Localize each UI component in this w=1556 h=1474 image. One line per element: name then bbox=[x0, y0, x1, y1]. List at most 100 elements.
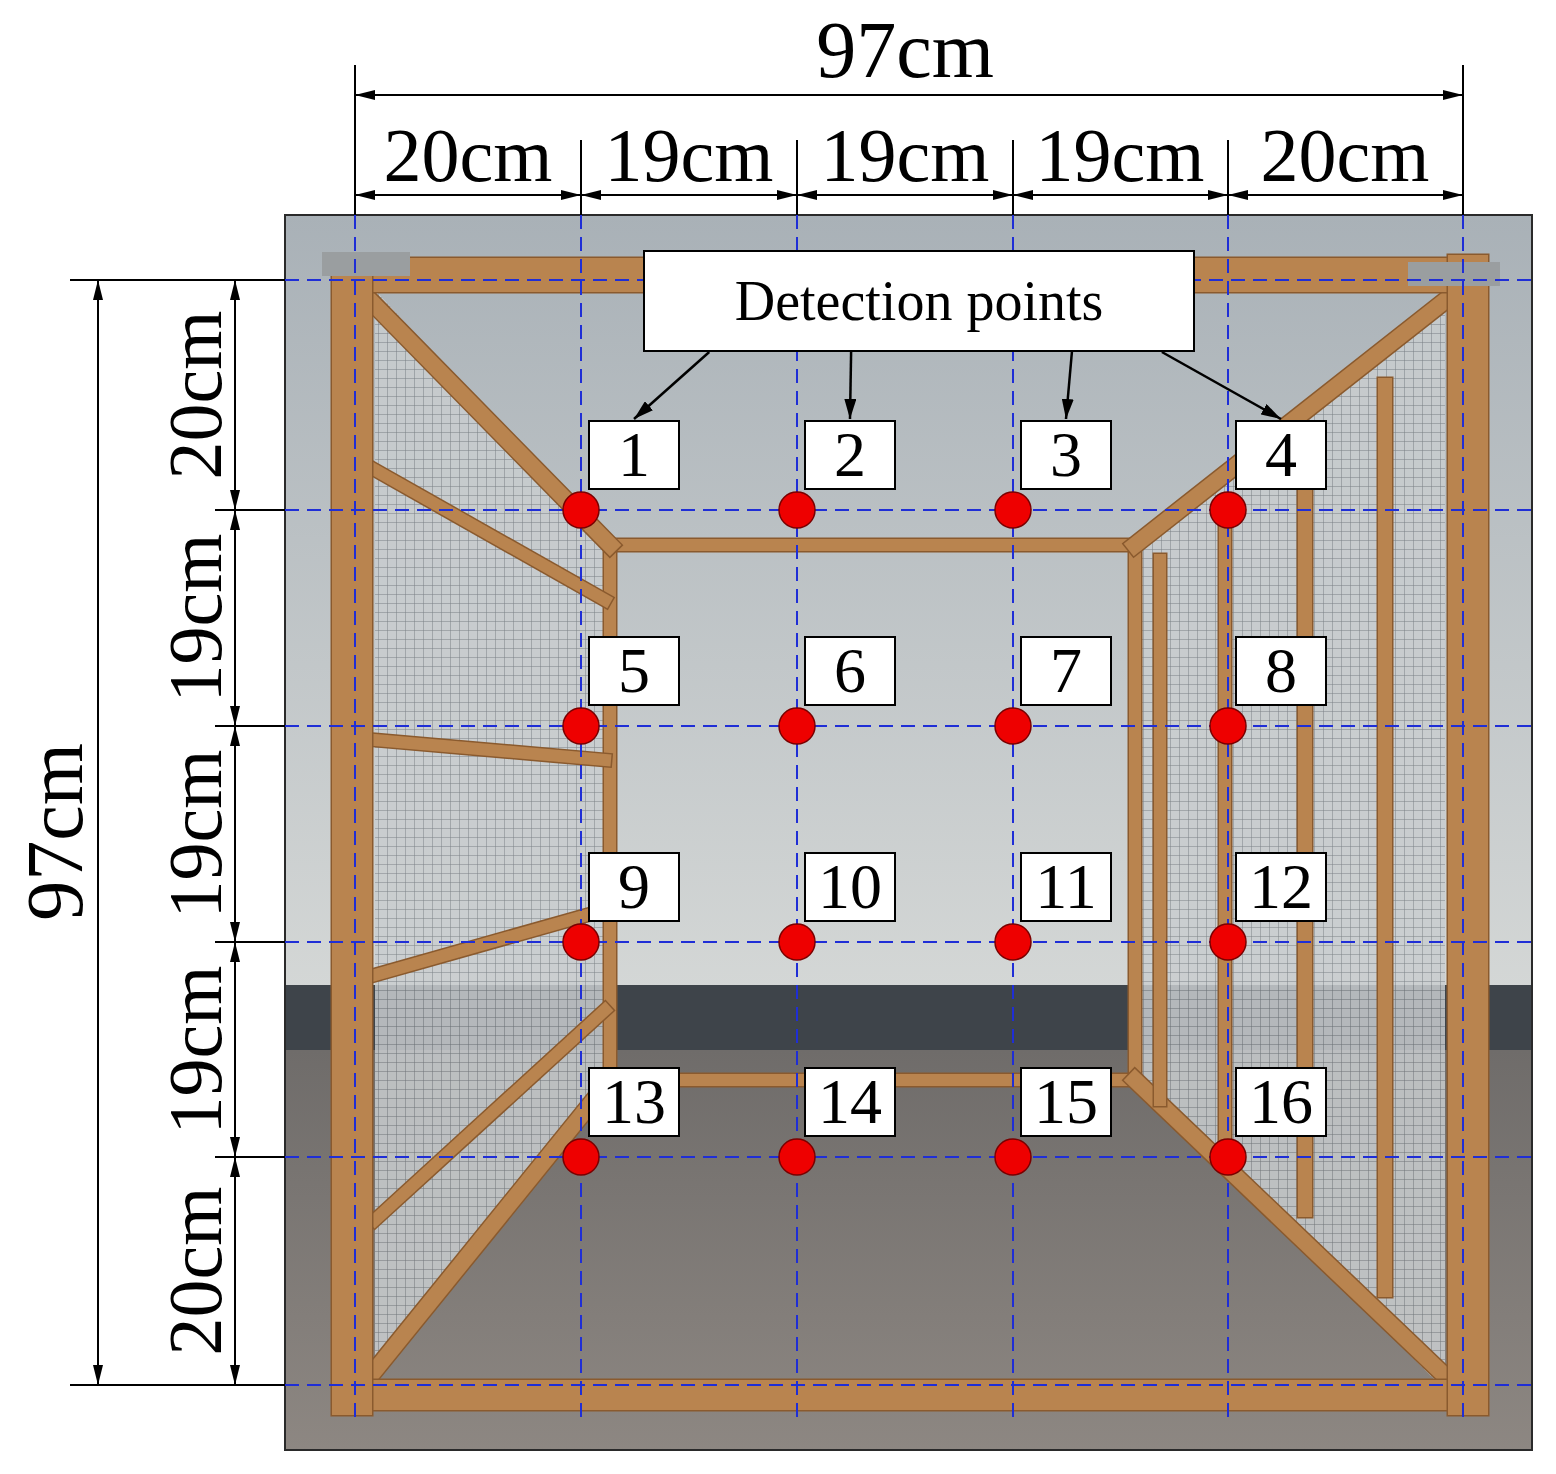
callout-arrow bbox=[850, 352, 851, 419]
wood-beam bbox=[610, 545, 1135, 1080]
dimension-line bbox=[234, 510, 236, 726]
detection-dot bbox=[1210, 708, 1246, 744]
grid-line bbox=[580, 215, 582, 1420]
extension-line bbox=[580, 140, 582, 215]
wood-beam bbox=[355, 285, 610, 545]
point-number-box: 12 bbox=[1235, 852, 1327, 922]
grid-line bbox=[1012, 215, 1014, 1420]
callout-text: Detection points bbox=[735, 273, 1104, 329]
extension-line bbox=[1462, 65, 1464, 215]
grid-line bbox=[285, 1156, 1532, 1158]
callout-box: Detection points bbox=[643, 250, 1195, 352]
point-number-box: 7 bbox=[1020, 636, 1112, 706]
detection-dot bbox=[995, 708, 1031, 744]
detection-dot bbox=[563, 492, 599, 528]
grid-line bbox=[285, 1384, 1532, 1386]
dimension-label: 19cm bbox=[157, 534, 233, 703]
point-number: 9 bbox=[618, 855, 650, 919]
point-number: 4 bbox=[1265, 423, 1297, 487]
point-number-box: 16 bbox=[1235, 1067, 1327, 1137]
detection-dot bbox=[563, 1139, 599, 1175]
dimension-line bbox=[355, 94, 1463, 96]
extension-line bbox=[1012, 140, 1014, 215]
point-number: 14 bbox=[818, 1070, 882, 1134]
wood-beam bbox=[332, 275, 372, 1395]
callout-arrow bbox=[1066, 352, 1072, 419]
point-number: 6 bbox=[834, 639, 866, 703]
point-number-box: 15 bbox=[1020, 1067, 1112, 1137]
wood-beam bbox=[1218, 510, 1233, 1140]
extension-line bbox=[1227, 140, 1229, 215]
wood-beam bbox=[1377, 385, 1394, 1290]
dimension-line bbox=[581, 194, 797, 196]
detection-dot bbox=[779, 492, 815, 528]
detection-dot bbox=[563, 708, 599, 744]
wood-beam bbox=[375, 740, 605, 760]
point-number-box: 4 bbox=[1235, 420, 1327, 490]
point-number: 16 bbox=[1249, 1070, 1313, 1134]
dimension-line bbox=[97, 280, 99, 1385]
point-number: 2 bbox=[834, 423, 866, 487]
detection-dot bbox=[779, 708, 815, 744]
point-number-box: 3 bbox=[1020, 420, 1112, 490]
detection-dot bbox=[995, 492, 1031, 528]
wood-beam bbox=[375, 470, 605, 600]
point-number-box: 6 bbox=[804, 636, 896, 706]
dimension-line bbox=[355, 194, 581, 196]
detection-dot bbox=[1210, 492, 1246, 528]
dimension-line bbox=[234, 1157, 236, 1385]
detection-dot bbox=[995, 924, 1031, 960]
point-number-box: 5 bbox=[588, 636, 680, 706]
point-number: 1 bbox=[618, 423, 650, 487]
dimension-lines bbox=[70, 65, 1463, 1385]
extension-line bbox=[70, 279, 285, 281]
dimension-label: 20cm bbox=[157, 1187, 233, 1356]
point-number-box: 8 bbox=[1235, 636, 1327, 706]
point-number-box: 13 bbox=[588, 1067, 680, 1137]
dimension-label: 97cm bbox=[816, 10, 994, 90]
wood-beam bbox=[1378, 385, 1392, 1290]
callout-arrow bbox=[634, 352, 709, 419]
metal-plate bbox=[1408, 262, 1500, 286]
grid-line bbox=[1462, 215, 1464, 1420]
point-number-box: 11 bbox=[1020, 852, 1112, 922]
wood-beam bbox=[375, 740, 605, 760]
dimension-line bbox=[234, 942, 236, 1157]
detection-dot bbox=[1210, 1139, 1246, 1175]
dimension-line bbox=[1228, 194, 1463, 196]
detection-dot bbox=[779, 1139, 815, 1175]
extension-line bbox=[796, 140, 798, 215]
wood-beam bbox=[352, 1379, 1468, 1412]
extension-line bbox=[215, 725, 285, 727]
grid-line bbox=[354, 215, 356, 1420]
dimension-line bbox=[234, 280, 236, 510]
point-number: 12 bbox=[1249, 855, 1313, 919]
grid-line bbox=[1227, 215, 1229, 1420]
wood-beam bbox=[610, 545, 1135, 1080]
point-number: 10 bbox=[818, 855, 882, 919]
callout-arrow bbox=[1162, 352, 1281, 419]
point-number: 7 bbox=[1050, 639, 1082, 703]
dimension-label: 19cm bbox=[157, 750, 233, 919]
point-number-box: 14 bbox=[804, 1067, 896, 1137]
extension-line bbox=[215, 509, 285, 511]
point-number: 5 bbox=[618, 639, 650, 703]
wood-beam bbox=[1153, 560, 1168, 1100]
detection-dot bbox=[563, 924, 599, 960]
point-number-box: 10 bbox=[804, 852, 896, 922]
photo bbox=[285, 215, 1532, 1450]
wood-beam bbox=[375, 1010, 605, 1220]
dimension-label: 19cm bbox=[157, 966, 233, 1135]
point-number-box: 2 bbox=[804, 420, 896, 490]
dimension-label: 19cm bbox=[605, 117, 774, 193]
grid-line bbox=[285, 509, 1532, 511]
wood-beam bbox=[1219, 510, 1231, 1140]
dimension-label: 19cm bbox=[1036, 117, 1205, 193]
dimension-label: 20cm bbox=[384, 117, 553, 193]
dimension-label: 19cm bbox=[821, 117, 990, 193]
detection-dot bbox=[779, 924, 815, 960]
dashed-grid bbox=[285, 215, 1532, 1420]
